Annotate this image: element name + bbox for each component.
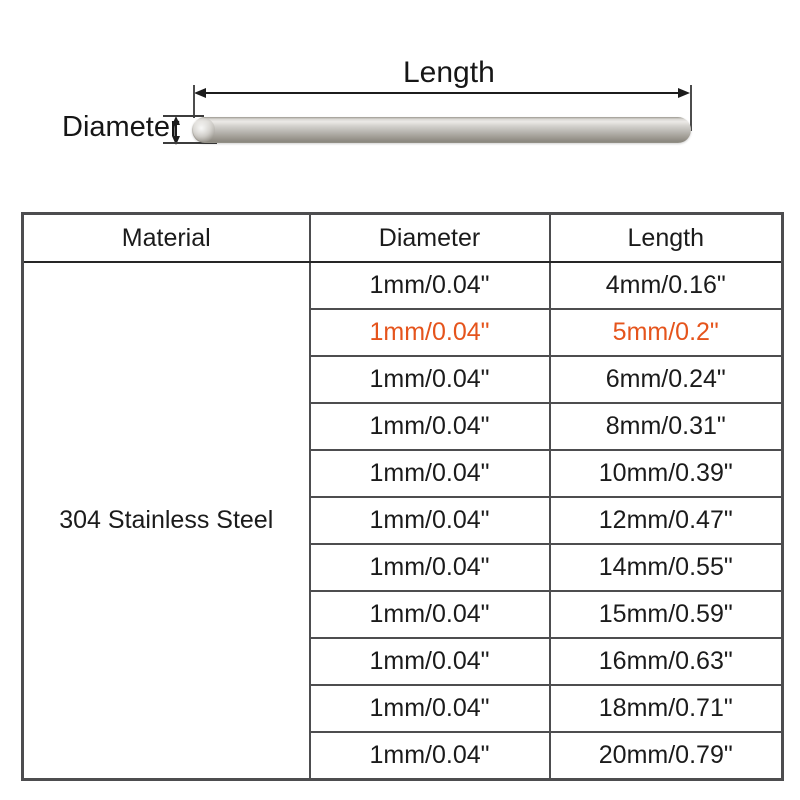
table-row: 1mm/0.04" 12mm/0.47" <box>23 496 784 545</box>
diameter-cell: 1mm/0.04" <box>308 637 551 686</box>
extension-line-left <box>193 85 195 118</box>
diameter-cell: 1mm/0.04" <box>308 731 551 781</box>
length-cell: 6mm/0.24" <box>548 355 784 404</box>
diameter-cell: 1mm/0.04" <box>308 449 551 498</box>
header-diameter: Diameter <box>308 212 551 263</box>
table-row: 1mm/0.04" 5mm/0.2" <box>23 308 784 357</box>
table-row: 1mm/0.04" 18mm/0.71" <box>23 684 784 733</box>
table-row: 1mm/0.04" 15mm/0.59" <box>23 590 784 639</box>
diameter-arrowhead-up-icon <box>172 116 180 125</box>
length-cell: 14mm/0.55" <box>548 543 784 592</box>
length-cell: 18mm/0.71" <box>548 684 784 733</box>
length-cell: 8mm/0.31" <box>548 402 784 451</box>
diameter-cell: 1mm/0.04" <box>308 355 551 404</box>
diameter-cell: 1mm/0.04" <box>308 684 551 733</box>
diameter-cell: 1mm/0.04" <box>308 402 551 451</box>
header-material: Material <box>21 212 311 263</box>
spec-table: Material Diameter Length 304 Stainless S… <box>21 212 784 781</box>
length-arrowhead-left-icon <box>194 88 206 98</box>
diameter-cell: 1mm/0.04" <box>308 543 551 592</box>
length-cell: 10mm/0.39" <box>548 449 784 498</box>
diameter-cell: 1mm/0.04" <box>308 308 551 357</box>
table-row: 1mm/0.04" 14mm/0.55" <box>23 543 784 592</box>
diameter-tick-bottom <box>163 142 217 144</box>
diameter-cell: 1mm/0.04" <box>308 590 551 639</box>
table-row: 1mm/0.04" 6mm/0.24" <box>23 355 784 404</box>
table-row: 1mm/0.04" 8mm/0.31" <box>23 402 784 451</box>
length-cell: 15mm/0.59" <box>548 590 784 639</box>
length-dimension-line <box>203 92 683 94</box>
length-cell: 20mm/0.79" <box>548 731 784 781</box>
length-cell: 4mm/0.16" <box>548 261 784 310</box>
diameter-dimension-line <box>175 123 177 138</box>
length-label: Length <box>403 56 495 89</box>
spec-table-header: Material Diameter Length <box>21 212 784 263</box>
dowel-pin-image <box>192 117 691 143</box>
diameter-arrowhead-down-icon <box>172 136 180 145</box>
length-cell: 16mm/0.63" <box>548 637 784 686</box>
length-arrowhead-right-icon <box>678 88 690 98</box>
header-length: Length <box>548 212 784 263</box>
table-row: 1mm/0.04" 10mm/0.39" <box>23 449 784 498</box>
table-row: 1mm/0.04" 16mm/0.63" <box>23 637 784 686</box>
diameter-cell: 1mm/0.04" <box>308 261 551 310</box>
extension-line-right <box>690 85 692 131</box>
diameter-label: Diameter <box>62 111 180 143</box>
header-row: Material Diameter Length <box>21 212 784 263</box>
table-row: 1mm/0.04" 20mm/0.79" <box>23 731 784 781</box>
length-cell: 12mm/0.47" <box>548 496 784 545</box>
material-cell: 304 Stainless Steel <box>21 261 311 781</box>
diameter-tick-top <box>163 115 204 117</box>
diameter-cell: 1mm/0.04" <box>308 496 551 545</box>
length-cell: 5mm/0.2" <box>548 308 784 357</box>
